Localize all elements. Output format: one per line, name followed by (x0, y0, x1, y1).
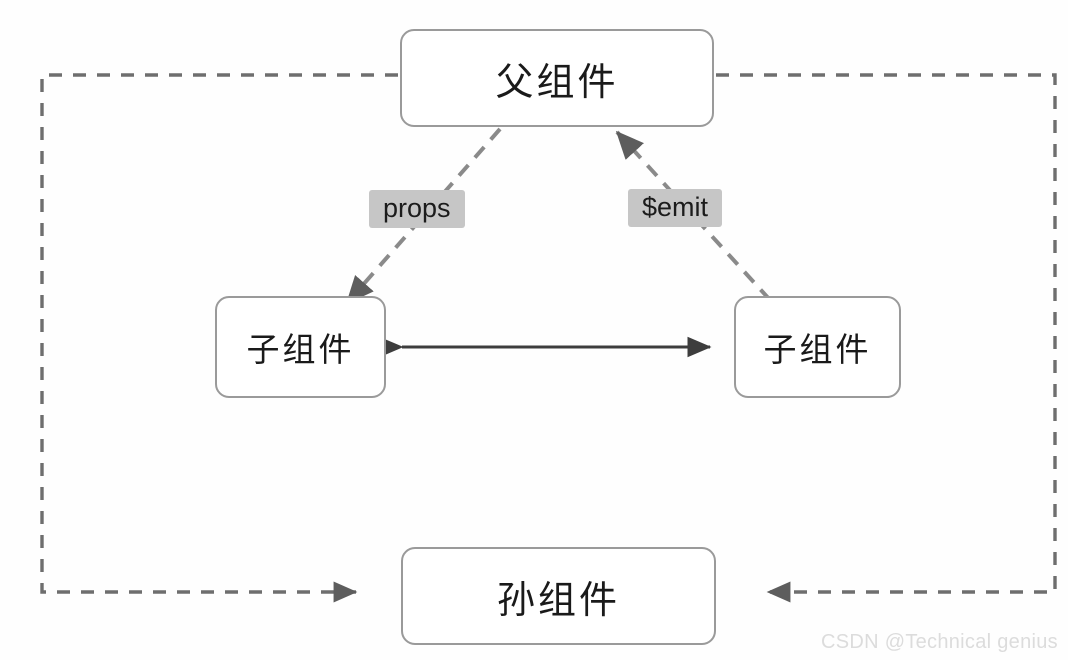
edge-emit-child-right-to-parent (615, 130, 772, 302)
node-grandchild-component[interactable]: 孙组件 (401, 547, 716, 645)
edge-parent-left-to-grandchild (40, 73, 398, 603)
watermark-text: CSDN @Technical genius (820, 631, 1058, 653)
edge-label-props: props (369, 190, 465, 229)
edge-label-emit: $emit (628, 189, 723, 228)
edge-parent-right-to-grandchild (716, 73, 1057, 603)
node-child-component-left[interactable]: 子组件 (215, 296, 386, 398)
node-child-left-label: 子组件 (246, 331, 355, 368)
node-parent-label: 父组件 (495, 61, 619, 104)
node-child-component-right[interactable]: 子组件 (734, 296, 901, 398)
node-grandchild-label: 孙组件 (496, 579, 620, 622)
node-child-right-label: 子组件 (763, 331, 872, 368)
edge-props-parent-to-child-left (345, 127, 502, 305)
node-parent-component[interactable]: 父组件 (400, 29, 714, 127)
